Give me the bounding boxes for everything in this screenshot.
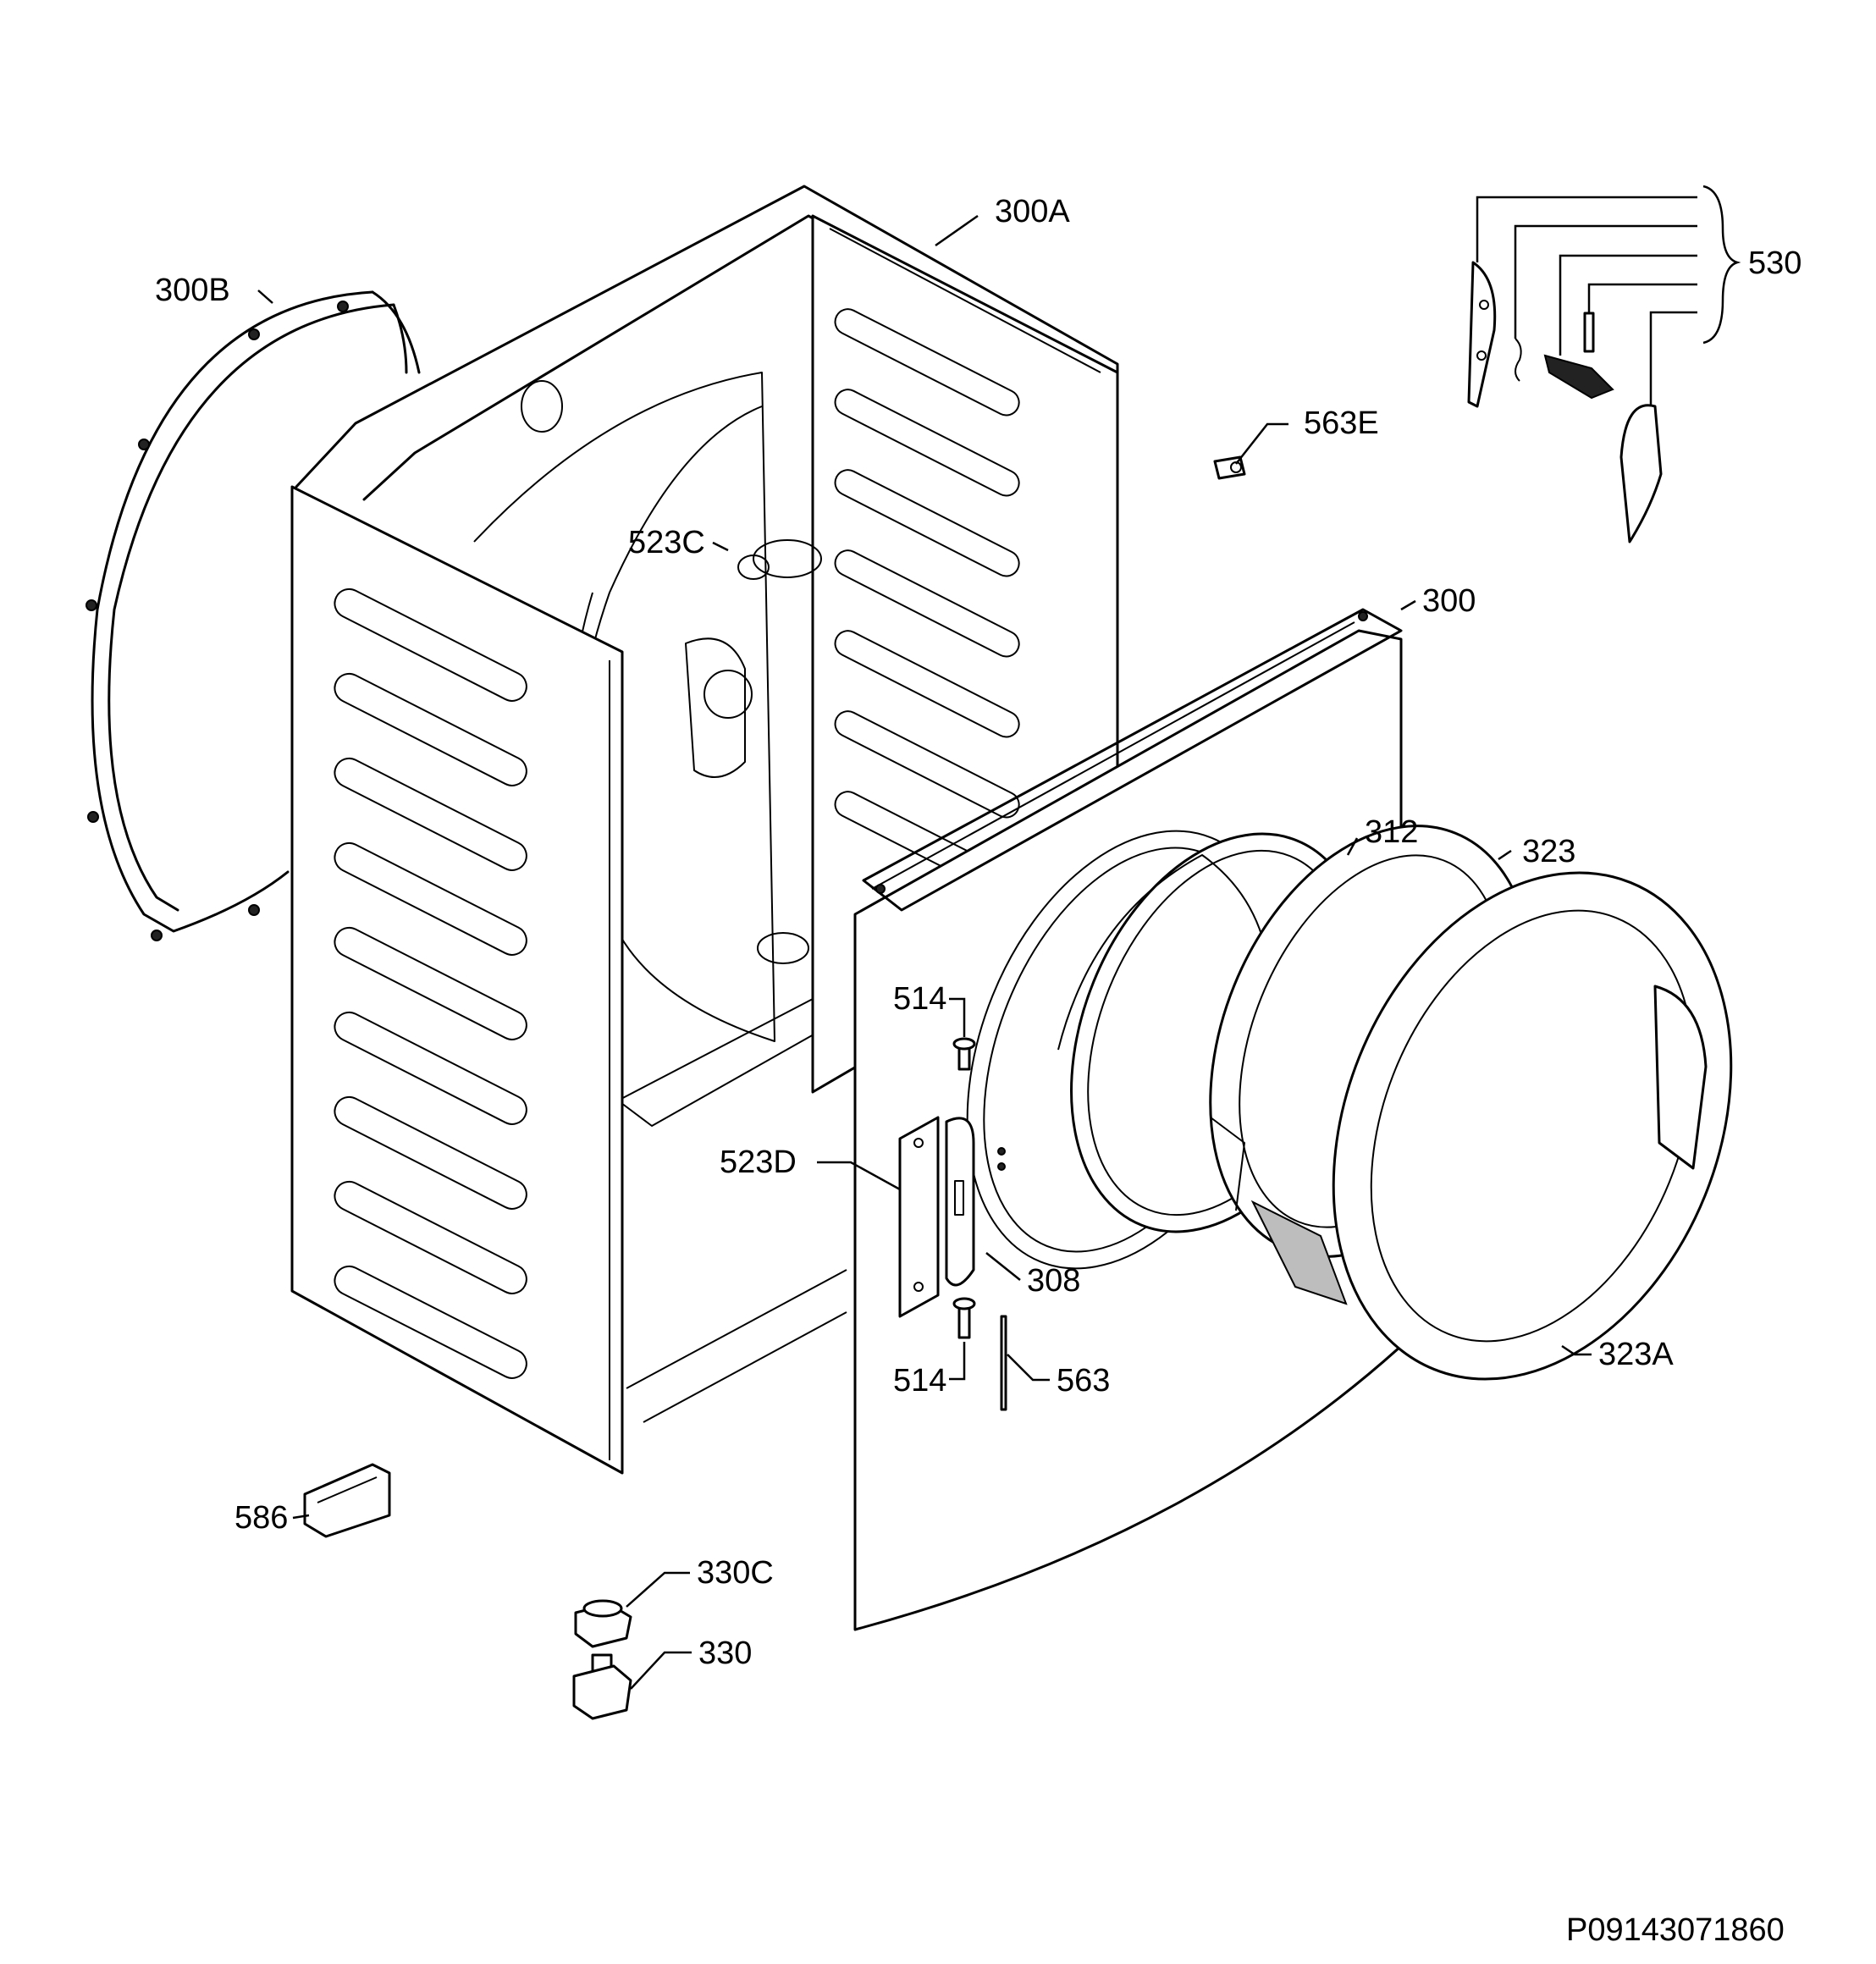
- rod-563: [1000, 1315, 1007, 1411]
- callout-labels: 300A 300B 530 563E 523C 300 312 323 514 …: [155, 194, 1802, 1671]
- part-586: [303, 1463, 391, 1538]
- left-panel-ribs: [334, 588, 527, 1379]
- label-323: 323: [1522, 834, 1575, 869]
- label-586: 586: [234, 1500, 288, 1536]
- label-300: 300: [1422, 583, 1476, 619]
- label-563: 563: [1057, 1363, 1110, 1399]
- label-330C: 330C: [697, 1555, 774, 1591]
- label-514-lower: 514: [893, 1363, 946, 1399]
- rear-seal-300B: [86, 290, 421, 941]
- foot-330: [572, 1653, 632, 1720]
- outer-door-frame-323A: [1332, 871, 1733, 1381]
- label-514-upper: 514: [893, 981, 946, 1017]
- drawing-code: P09143071860: [1566, 1912, 1785, 1948]
- label-300B: 300B: [155, 273, 230, 308]
- hinge-pin-upper-514: [952, 1037, 976, 1071]
- label-312: 312: [1365, 814, 1418, 850]
- label-300A: 300A: [995, 194, 1070, 229]
- hinge-pin-lower-514: [952, 1297, 976, 1339]
- label-523D: 523D: [720, 1145, 797, 1180]
- label-308: 308: [1027, 1263, 1080, 1299]
- label-330: 330: [698, 1636, 752, 1671]
- label-523C: 523C: [628, 525, 705, 560]
- leader-lines: [257, 185, 1741, 1690]
- label-563E: 563E: [1304, 405, 1379, 441]
- right-panel-ribs: [834, 308, 1020, 899]
- label-323A: 323A: [1598, 1337, 1674, 1372]
- hinge-523D: [898, 1116, 975, 1318]
- foot-cap-330C: [574, 1599, 632, 1648]
- door-lock-kit-530: [1467, 261, 1663, 543]
- label-530: 530: [1748, 246, 1802, 281]
